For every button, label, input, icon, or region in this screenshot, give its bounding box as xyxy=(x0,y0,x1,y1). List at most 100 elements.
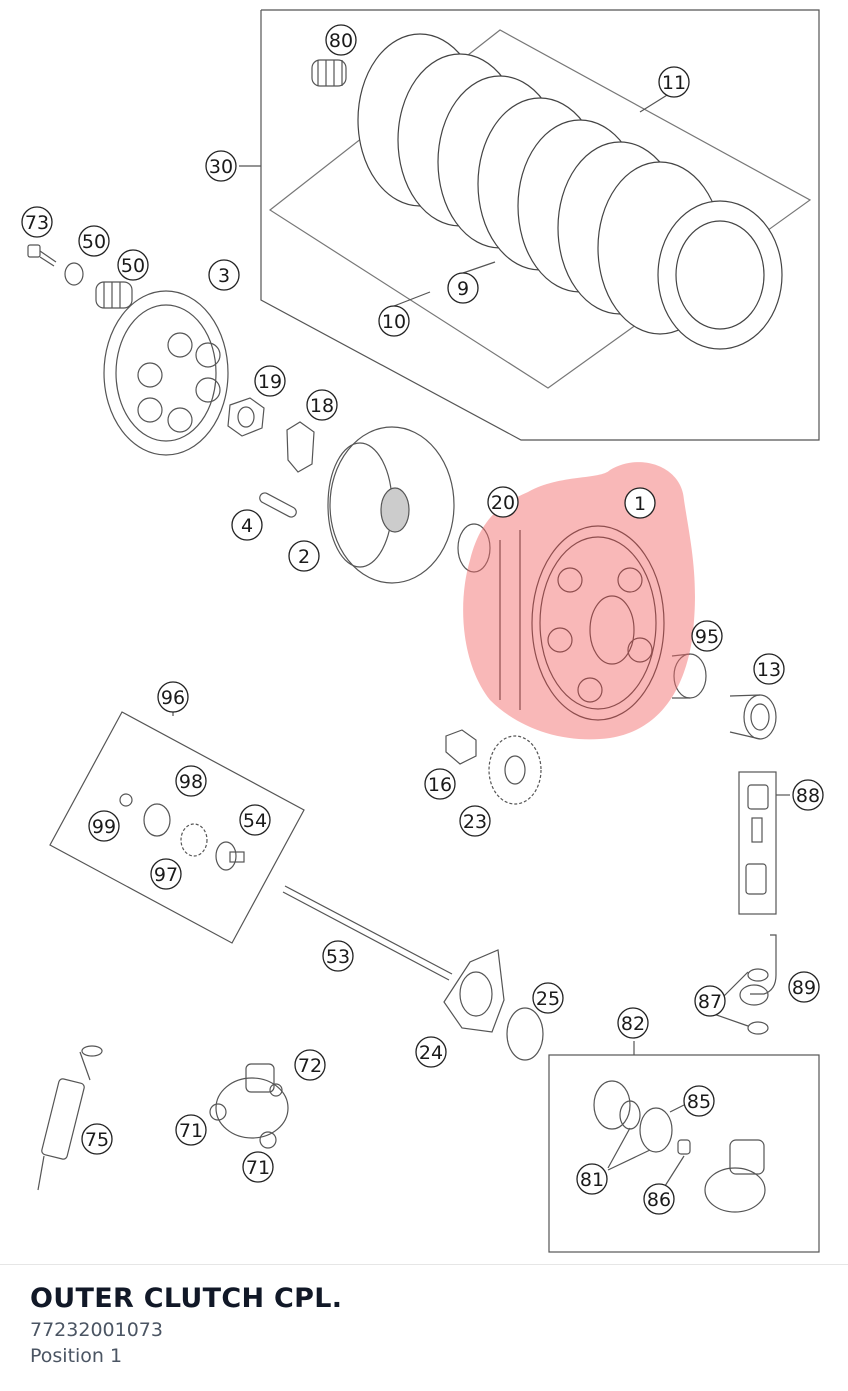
callout-80[interactable]: 80 xyxy=(325,24,357,56)
callout-circle[interactable] xyxy=(242,1151,274,1183)
callout-circle[interactable] xyxy=(378,305,410,337)
callout-circle[interactable] xyxy=(694,985,726,1017)
callout-circle[interactable] xyxy=(658,66,690,98)
callout-circle[interactable] xyxy=(792,779,824,811)
callout-circle[interactable] xyxy=(322,940,354,972)
callout-circle[interactable] xyxy=(78,225,110,257)
callout-53[interactable]: 53 xyxy=(322,940,354,972)
callout-24[interactable]: 24 xyxy=(415,1036,447,1068)
callout-number: 73 xyxy=(25,212,49,234)
bleeder-parts-88 xyxy=(745,784,769,895)
callout-circle[interactable] xyxy=(288,540,320,572)
callout-circle[interactable] xyxy=(447,272,479,304)
callout-4[interactable]: 4 xyxy=(231,509,263,541)
o-ring-85 xyxy=(639,1107,673,1153)
callout-circle[interactable] xyxy=(415,1036,447,1068)
callout-50[interactable]: 50 xyxy=(78,225,110,257)
callout-95[interactable]: 95 xyxy=(691,620,723,652)
callout-3[interactable]: 3 xyxy=(208,259,240,291)
callout-73[interactable]: 73 xyxy=(21,206,53,238)
callout-71[interactable]: 71 xyxy=(242,1151,274,1183)
callout-circle[interactable] xyxy=(231,509,263,541)
callout-number: 98 xyxy=(179,771,203,793)
nut-19 xyxy=(227,397,265,437)
callout-9[interactable]: 9 xyxy=(447,272,479,304)
callout-circle[interactable] xyxy=(691,620,723,652)
callout-96[interactable]: 96 xyxy=(157,681,189,713)
callout-circle[interactable] xyxy=(81,1123,113,1155)
callout-50[interactable]: 50 xyxy=(117,249,149,281)
callout-89[interactable]: 89 xyxy=(788,971,820,1003)
callout-circle[interactable] xyxy=(643,1183,675,1215)
callout-circle[interactable] xyxy=(21,206,53,238)
kit-box-82 xyxy=(548,1054,820,1253)
callout-number: 3 xyxy=(218,265,230,287)
callout-number: 72 xyxy=(298,1055,322,1077)
callout-99[interactable]: 99 xyxy=(88,810,120,842)
gasket-24 xyxy=(443,949,505,1033)
callout-2[interactable]: 2 xyxy=(288,540,320,572)
callout-number: 95 xyxy=(695,626,719,648)
callout-circle[interactable] xyxy=(306,389,338,421)
bleeding-syringe-75 xyxy=(37,1045,103,1191)
callout-98[interactable]: 98 xyxy=(175,765,207,797)
callout-85[interactable]: 85 xyxy=(683,1085,715,1117)
callout-25[interactable]: 25 xyxy=(532,982,564,1014)
callout-circle[interactable] xyxy=(624,487,656,519)
callout-75[interactable]: 75 xyxy=(81,1123,113,1155)
callout-number: 23 xyxy=(463,811,487,833)
callout-23[interactable]: 23 xyxy=(459,805,491,837)
callout-circle[interactable] xyxy=(175,1114,207,1146)
callout-circle[interactable] xyxy=(294,1049,326,1081)
callout-71[interactable]: 71 xyxy=(175,1114,207,1146)
callout-circle[interactable] xyxy=(175,765,207,797)
callout-82[interactable]: 82 xyxy=(617,1007,649,1039)
callout-circle[interactable] xyxy=(239,804,271,836)
callout-circle[interactable] xyxy=(576,1163,608,1195)
push-rod-53 xyxy=(282,885,453,981)
callout-circle[interactable] xyxy=(617,1007,649,1039)
callout-circle[interactable] xyxy=(788,971,820,1003)
callout-10[interactable]: 10 xyxy=(378,305,410,337)
seal-ring-87a xyxy=(747,968,769,982)
callout-11[interactable]: 11 xyxy=(658,66,690,98)
callout-circle[interactable] xyxy=(88,810,120,842)
callout-circle[interactable] xyxy=(117,249,149,281)
spring-80 xyxy=(311,59,347,87)
callout-86[interactable]: 86 xyxy=(643,1183,675,1215)
callout-16[interactable]: 16 xyxy=(424,768,456,800)
callout-circle[interactable] xyxy=(205,150,237,182)
callout-circle[interactable] xyxy=(532,982,564,1014)
callout-circle[interactable] xyxy=(683,1085,715,1117)
pin-4 xyxy=(259,492,297,518)
callout-circle[interactable] xyxy=(150,858,182,890)
callout-circle[interactable] xyxy=(753,653,785,685)
callout-circle[interactable] xyxy=(459,805,491,837)
callout-97[interactable]: 97 xyxy=(150,858,182,890)
callout-circle[interactable] xyxy=(424,768,456,800)
callout-1[interactable]: 1 xyxy=(624,487,656,519)
callout-circle[interactable] xyxy=(254,365,286,397)
callout-30[interactable]: 30 xyxy=(205,150,237,182)
kit-box-88 xyxy=(738,771,777,915)
callout-number: 30 xyxy=(209,156,233,178)
callout-circle[interactable] xyxy=(325,24,357,56)
callout-18[interactable]: 18 xyxy=(306,389,338,421)
part-name: OUTER CLUTCH CPL. xyxy=(30,1283,343,1314)
callout-87[interactable]: 87 xyxy=(694,985,726,1017)
callout-circle[interactable] xyxy=(157,681,189,713)
o-ring-25 xyxy=(506,1007,544,1061)
callout-72[interactable]: 72 xyxy=(294,1049,326,1081)
callout-19[interactable]: 19 xyxy=(254,365,286,397)
callout-20[interactable]: 20 xyxy=(487,486,519,518)
washer-98 xyxy=(143,803,171,837)
callout-circle[interactable] xyxy=(208,259,240,291)
callout-54[interactable]: 54 xyxy=(239,804,271,836)
callout-13[interactable]: 13 xyxy=(753,653,785,685)
bolt-73 xyxy=(27,244,57,267)
callout-81[interactable]: 81 xyxy=(576,1163,608,1195)
callout-88[interactable]: 88 xyxy=(792,779,824,811)
callout-circle[interactable] xyxy=(487,486,519,518)
callout-number: 18 xyxy=(310,395,334,417)
inner-clutch-hub-2 xyxy=(327,426,455,584)
